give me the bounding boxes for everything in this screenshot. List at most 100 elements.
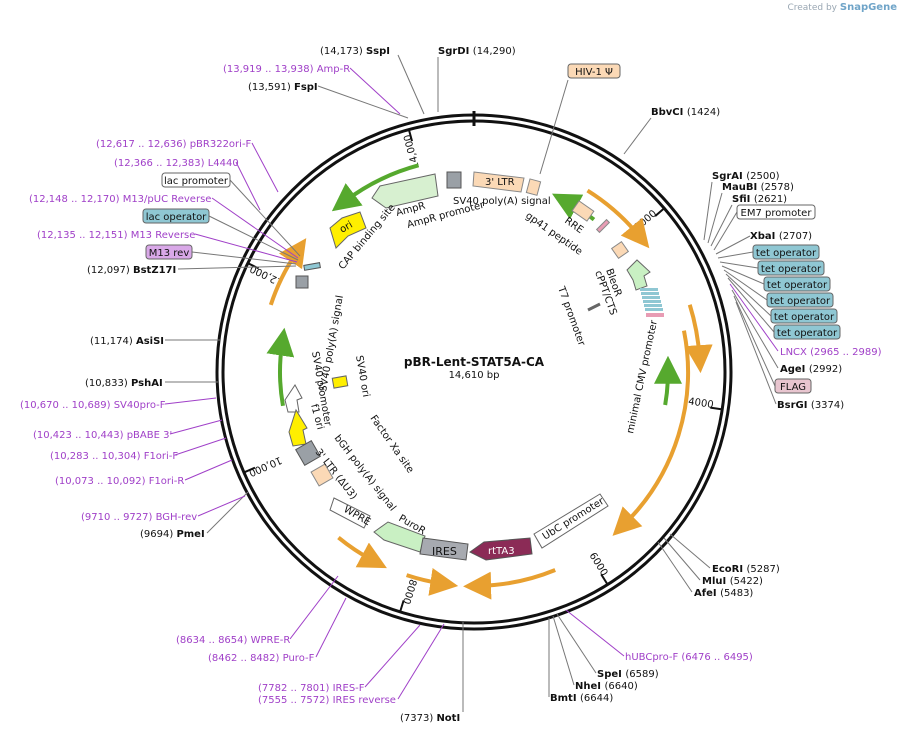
feature-bgh-box[interactable] bbox=[295, 440, 321, 466]
callout-xbai bbox=[715, 235, 751, 255]
feature-bleor[interactable] bbox=[626, 259, 651, 291]
box-lac-promoter[interactable] bbox=[161, 172, 231, 188]
box-em7[interactable] bbox=[736, 204, 816, 220]
label-pbabe[interactable]: (10,423 .. 10,443) pBABE 3' bbox=[33, 430, 172, 441]
feature-cppt-box[interactable] bbox=[610, 240, 630, 260]
label-ires-f[interactable]: (7782 .. 7801) IRES-F bbox=[258, 683, 365, 694]
label-bmti[interactable]: BmtI (6644) bbox=[550, 693, 613, 704]
orf-arc-2[interactable] bbox=[684, 304, 713, 374]
box-label-lac-promoter: lac promoter bbox=[164, 176, 229, 187]
label-part: (2992) bbox=[809, 364, 842, 375]
label-sgrdi[interactable]: SgrDI (14,290) bbox=[438, 46, 516, 57]
label-puro-f[interactable]: (8462 .. 8482) Puro-F bbox=[208, 653, 315, 664]
callout-hiv-psi bbox=[539, 79, 569, 175]
label-sfii[interactable]: SfiI (2621) bbox=[732, 194, 787, 205]
label-m13-puc-reverse[interactable]: (12,148 .. 12,170) M13/pUC Reverse bbox=[29, 194, 211, 205]
orf-arc-7[interactable] bbox=[331, 163, 420, 212]
label-f1ori-r[interactable]: (10,073 .. 10,092) F1ori-R bbox=[55, 476, 184, 487]
callout-flag bbox=[733, 295, 776, 387]
label-sspi[interactable]: (14,173) SspI bbox=[320, 46, 390, 57]
feature-lac-operator-box[interactable] bbox=[303, 262, 321, 271]
callout-pmei bbox=[206, 491, 249, 534]
orf-arc-9[interactable] bbox=[654, 355, 683, 406]
feature-ampr-promoter-box[interactable] bbox=[446, 171, 462, 189]
box-flag[interactable] bbox=[774, 378, 812, 394]
feature-ubc-promoter[interactable] bbox=[533, 493, 609, 549]
label-part: XbaI bbox=[750, 231, 779, 242]
callout-wpre-r bbox=[289, 575, 339, 640]
label-mlui[interactable]: MluI (5422) bbox=[702, 576, 763, 587]
label-pmei[interactable]: (9694) PmeI bbox=[140, 529, 205, 540]
orf-arc-6[interactable] bbox=[268, 238, 307, 306]
label-ecori[interactable]: EcoRI (5287) bbox=[712, 564, 780, 575]
feature-tet-operator-stack[interactable] bbox=[640, 288, 664, 317]
feature-t7-mark[interactable] bbox=[587, 302, 601, 312]
credit-prefix: Created by bbox=[787, 3, 837, 13]
label-asisi[interactable]: (11,174) AsiSI bbox=[90, 336, 164, 347]
label-bbvci[interactable]: BbvCI (1424) bbox=[651, 107, 720, 118]
feature-ires[interactable] bbox=[419, 537, 469, 561]
label-part: pBABE 3' bbox=[127, 430, 173, 441]
box-tet-6[interactable] bbox=[773, 324, 841, 340]
label-ires-rev[interactable]: (7555 .. 7572) IRES reverse bbox=[258, 695, 396, 706]
orf-arc-0[interactable] bbox=[586, 188, 650, 249]
label-agei[interactable]: AgeI (2992) bbox=[780, 364, 842, 375]
box-tet-1[interactable] bbox=[752, 244, 820, 260]
feature-gp41-box[interactable] bbox=[595, 218, 611, 234]
label-pbr322ori-f[interactable]: (12,617 .. 12,636) pBR322ori-F bbox=[96, 139, 252, 150]
callout-bsrgi bbox=[735, 301, 777, 405]
box-m13rev[interactable] bbox=[145, 244, 193, 260]
feature-rtta3[interactable] bbox=[469, 537, 533, 561]
ltr5-label: 3' LTR bbox=[485, 177, 515, 188]
label-lncx[interactable]: LNCX (2965 .. 2989) bbox=[780, 347, 882, 358]
label-maubi[interactable]: MauBI (2578) bbox=[722, 182, 794, 193]
label-m13-reverse[interactable]: (12,135 .. 12,151) M13 Reverse bbox=[37, 230, 195, 241]
label-l4440[interactable]: (12,366 .. 12,383) L4440 bbox=[114, 158, 239, 169]
feature-rre-box[interactable] bbox=[571, 200, 595, 222]
box-lac-operator[interactable] bbox=[142, 208, 210, 224]
mincmv-label: minimal CMV promoter bbox=[625, 318, 660, 434]
label-nhei[interactable]: NheI (6640) bbox=[575, 681, 638, 692]
label-part: (7782 .. 7801) bbox=[258, 683, 333, 694]
box-tet-5[interactable] bbox=[770, 308, 838, 324]
feature-ltr5[interactable]: 3' LTR bbox=[472, 171, 525, 193]
orf-arc-8[interactable] bbox=[266, 327, 295, 407]
feature-sv40-promoter-arrow[interactable] bbox=[284, 384, 303, 413]
label-noti[interactable]: (7373) NotI bbox=[400, 713, 460, 724]
label-bgh-rev[interactable]: (9710 .. 9727) BGH-rev bbox=[81, 512, 197, 523]
label-sgrai[interactable]: SgrAI (2500) bbox=[712, 171, 780, 182]
label-xbai[interactable]: XbaI (2707) bbox=[750, 231, 812, 242]
box-hiv-psi[interactable] bbox=[567, 63, 621, 79]
callout-tet-1 bbox=[717, 251, 754, 259]
label-f1ori-f[interactable]: (10,283 .. 10,304) F1ori-F bbox=[50, 451, 178, 462]
label-amp-r[interactable]: (13,919 .. 13,938) Amp-R bbox=[223, 64, 350, 75]
callout-tet-4 bbox=[723, 269, 768, 301]
feature-f1-ori[interactable] bbox=[288, 408, 308, 447]
label-part: IRES reverse bbox=[333, 695, 396, 706]
label-hubcpro[interactable]: hUBCpro-F (6476 .. 6495) bbox=[625, 652, 753, 663]
label-wpre-r[interactable]: (8634 .. 8654) WPRE-R bbox=[176, 635, 290, 646]
orf-arc-4[interactable] bbox=[405, 568, 459, 596]
box-tet-4[interactable] bbox=[766, 292, 834, 308]
box-tet-2[interactable] bbox=[757, 260, 825, 276]
label-bsrgi[interactable]: BsrGI (3374) bbox=[777, 400, 844, 411]
feature-ltr3-box[interactable] bbox=[310, 463, 334, 487]
feature-wpre[interactable] bbox=[329, 497, 371, 529]
label-fspi[interactable]: (13,591) FspI bbox=[248, 82, 318, 93]
feature-ori[interactable]: ori bbox=[329, 211, 367, 249]
label-part: (2500) bbox=[746, 171, 779, 182]
label-sv40pro-f[interactable]: (10,670 .. 10,689) SV40pro-F bbox=[20, 400, 166, 411]
label-part: M13/pUC Reverse bbox=[123, 194, 212, 205]
label-afei[interactable]: AfeI (5483) bbox=[694, 588, 753, 599]
feature-lac-promoter-box[interactable] bbox=[295, 275, 309, 289]
box-label-tet-2: tet operator bbox=[761, 264, 822, 275]
box-tet-3[interactable] bbox=[763, 276, 831, 292]
orf-arc-3[interactable] bbox=[463, 568, 556, 600]
label-spei[interactable]: SpeI (6589) bbox=[597, 669, 659, 680]
feature-hiv-psi-box[interactable] bbox=[525, 178, 542, 196]
label-bstz17i[interactable]: (12,097) BstZ17I bbox=[87, 265, 176, 276]
feature-sv40-ori-box[interactable] bbox=[331, 375, 349, 389]
orf-arc-5[interactable] bbox=[337, 536, 387, 569]
label-pshai[interactable]: (10,833) PshAI bbox=[85, 378, 163, 389]
